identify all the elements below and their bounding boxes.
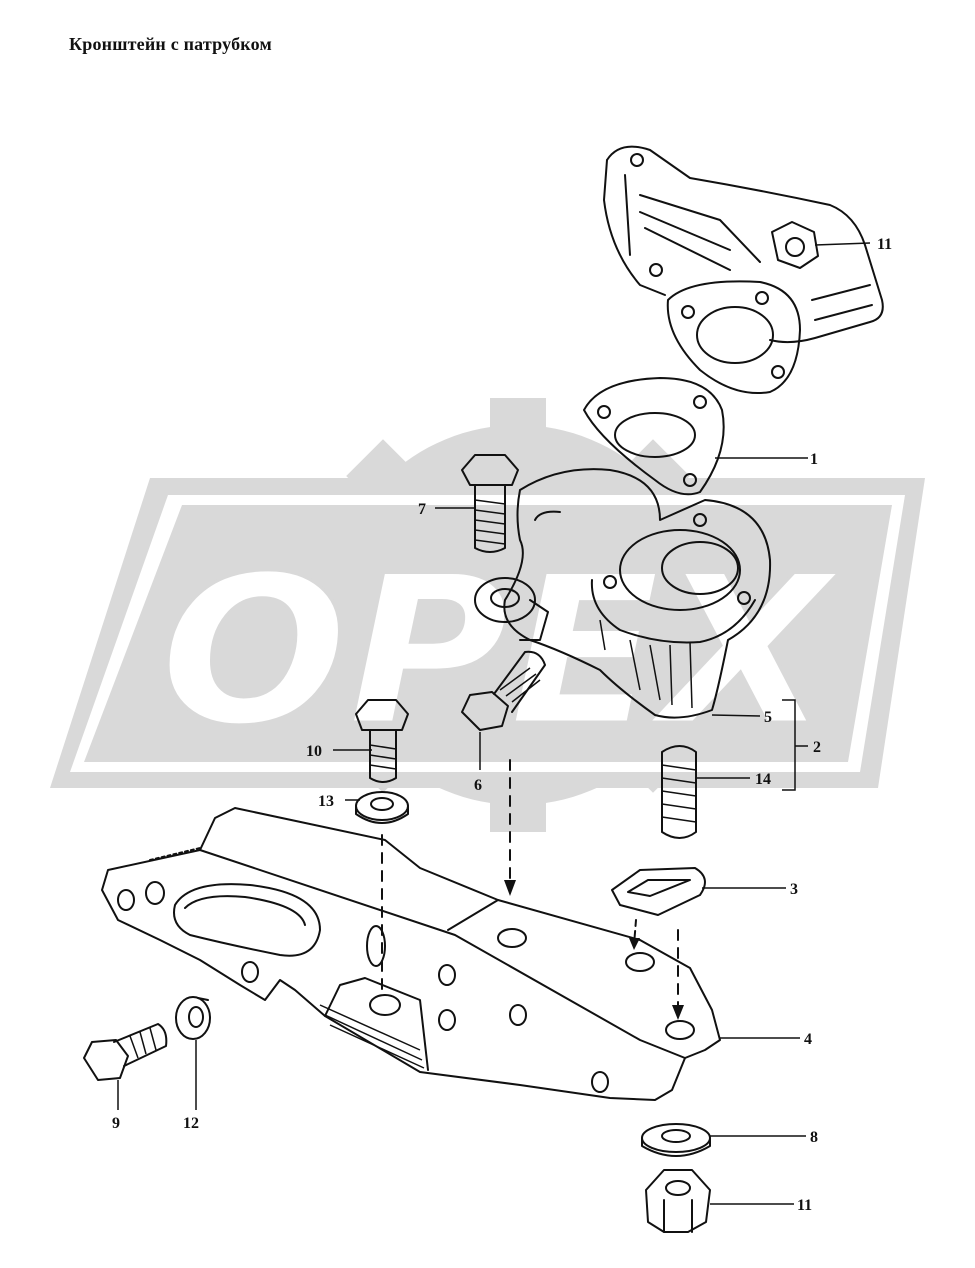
assembly-lines <box>381 759 684 1020</box>
callout-11-top: 11 <box>877 236 892 253</box>
callout-10: 10 <box>306 743 322 760</box>
pipe-housing <box>603 145 884 394</box>
stud-14 <box>661 745 697 839</box>
callout-2: 2 <box>813 739 821 756</box>
lock-washer-12 <box>175 996 211 1040</box>
callout-8: 8 <box>810 1129 818 1146</box>
callout-14: 14 <box>755 771 771 788</box>
leader-lines <box>117 242 871 1205</box>
bolt-9 <box>83 1023 168 1081</box>
callout-5: 5 <box>764 709 772 726</box>
callout-11-bottom: 11 <box>797 1197 812 1214</box>
callout-7: 7 <box>418 501 426 518</box>
callout-12: 12 <box>183 1115 199 1132</box>
slotted-plate <box>611 867 706 916</box>
bolt-10 <box>355 699 409 783</box>
callout-3: 3 <box>790 881 798 898</box>
diagram-title: Кронштейн с патрубком <box>69 34 272 54</box>
bolt-6 <box>461 650 546 731</box>
flat-washer-8 <box>641 1123 711 1157</box>
bolt-eye <box>474 577 549 641</box>
hex-nut-top <box>771 221 819 269</box>
callout-6: 6 <box>474 777 482 794</box>
gasket <box>583 377 725 496</box>
pipe-branch <box>503 468 772 719</box>
watermark-logo: OPEX <box>50 398 925 832</box>
callout-13: 13 <box>318 793 334 810</box>
callout-4: 4 <box>804 1031 812 1048</box>
callout-9: 9 <box>112 1115 120 1132</box>
watermark-text: OPEX <box>160 533 840 771</box>
washer-13 <box>355 791 409 824</box>
hex-nut-bottom <box>645 1169 711 1233</box>
bolt-7 <box>461 454 519 553</box>
main-bracket <box>101 807 721 1101</box>
callout-1: 1 <box>810 451 818 468</box>
